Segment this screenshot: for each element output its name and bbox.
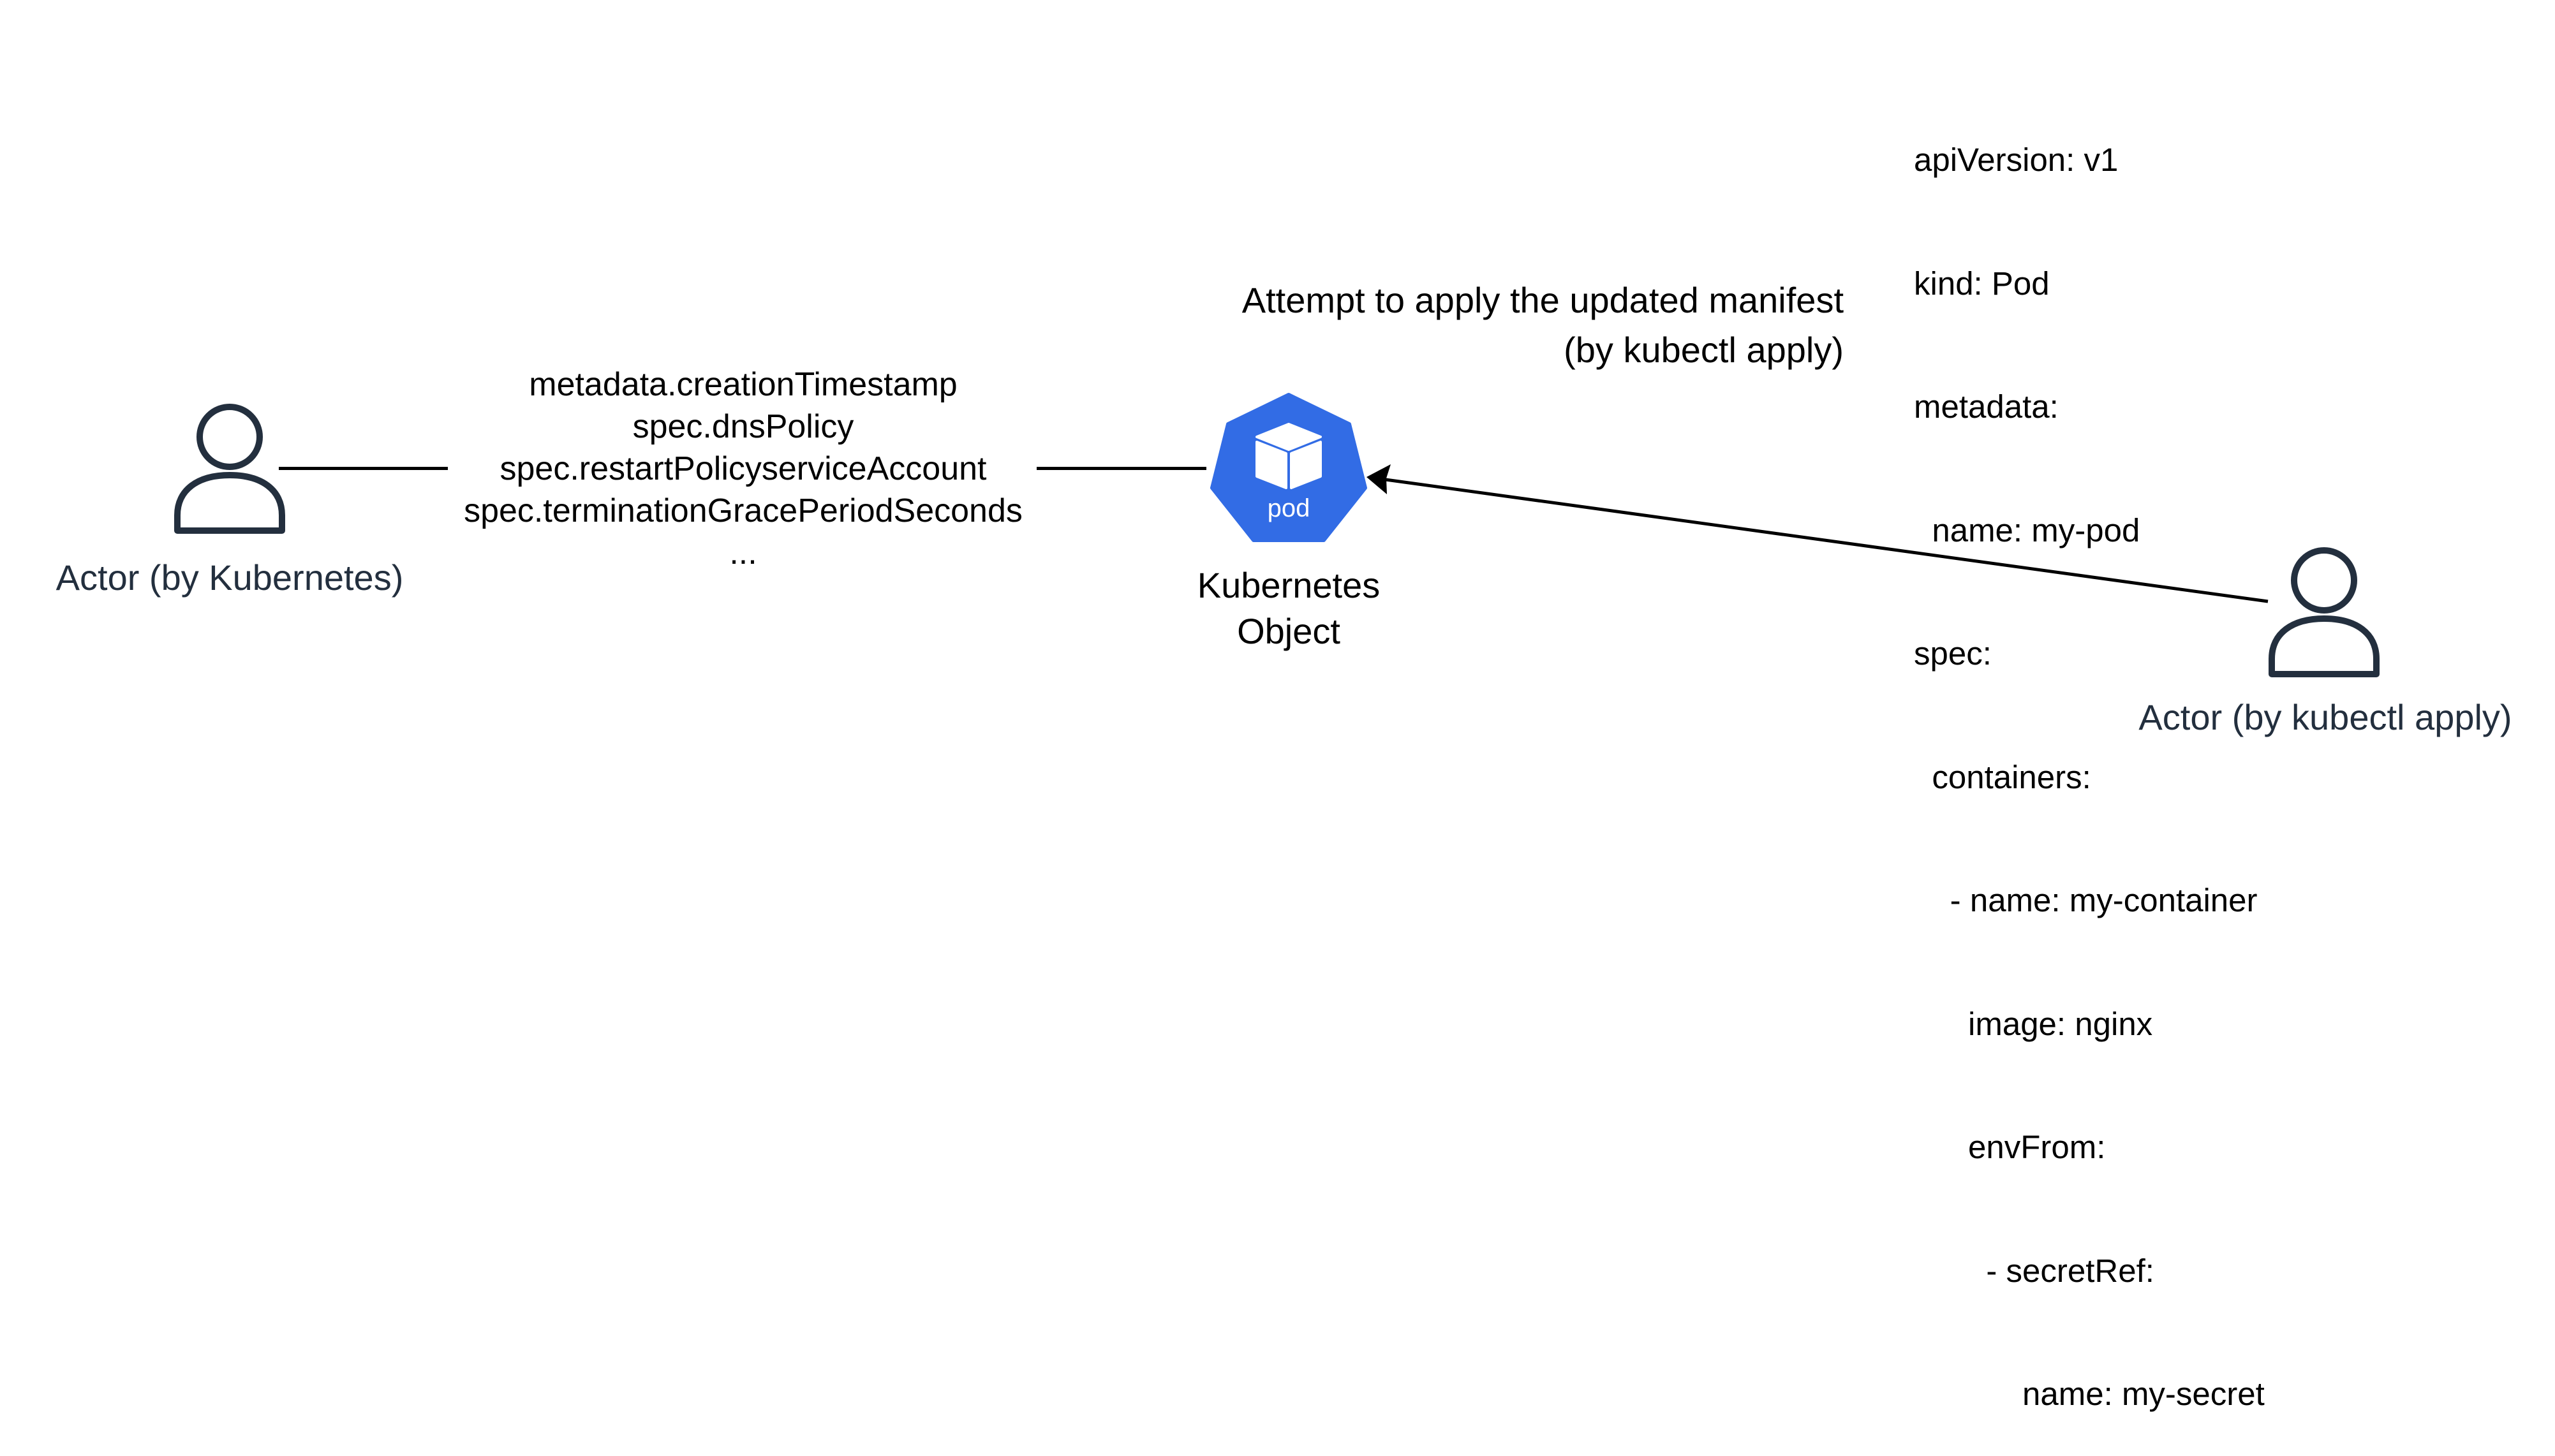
manifest-line: - name: my-container [1914, 882, 2258, 918]
managed-field: spec.dnsPolicy [632, 408, 854, 445]
manifest-line: image: nginx [1914, 1005, 2153, 1042]
manifest-line: kind: Pod [1914, 265, 2050, 302]
cube-icon [1255, 423, 1322, 489]
connector-left-segment [279, 467, 448, 470]
pod-label-line: Object [1237, 611, 1340, 651]
manifest-line: apiVersion: v1 [1914, 142, 2119, 178]
managed-field: metadata.creationTimestamp [529, 366, 958, 403]
manifest-line: name: my-secret [1914, 1376, 2265, 1412]
managed-field: spec.restartPolicyserviceAccount [500, 450, 987, 487]
apply-attempt-caption: Attempt to apply the updated manifest (b… [1123, 276, 1844, 375]
pod-label-line: Kubernetes [1197, 565, 1381, 605]
managed-field: ... [729, 534, 757, 571]
manifest-line: envFrom: [1914, 1129, 2106, 1165]
pod-icon-text: pod [1268, 494, 1310, 522]
manifest-line: spec: [1914, 635, 1992, 672]
manifest-line: name: my-pod [1914, 511, 2140, 548]
apply-attempt-line: (by kubectl apply) [1564, 330, 1844, 370]
connector-right-segment [1037, 467, 1206, 470]
managed-fields-list: metadata.creationTimestamp spec.dnsPolic… [440, 364, 1046, 574]
apply-attempt-line: Attempt to apply the updated manifest [1241, 280, 1844, 320]
actor-kubectl-label: Actor (by kubectl apply) [2138, 697, 2512, 737]
kubernetes-pod-icon: pod [1210, 393, 1367, 542]
pod-label: Kubernetes Object [1155, 563, 1423, 654]
managed-field: spec.terminationGracePeriodSeconds [464, 492, 1023, 529]
manifest-line: - secretRef: [1914, 1252, 2154, 1289]
manifest-line: metadata: [1914, 388, 2059, 425]
actor-kubernetes-label: Actor (by Kubernetes) [56, 557, 404, 598]
arrowhead-icon [1366, 464, 1391, 494]
actor-kubernetes-icon [174, 404, 285, 534]
actor-kubectl-icon [2269, 547, 2380, 677]
apply-arrow [1366, 464, 2269, 603]
